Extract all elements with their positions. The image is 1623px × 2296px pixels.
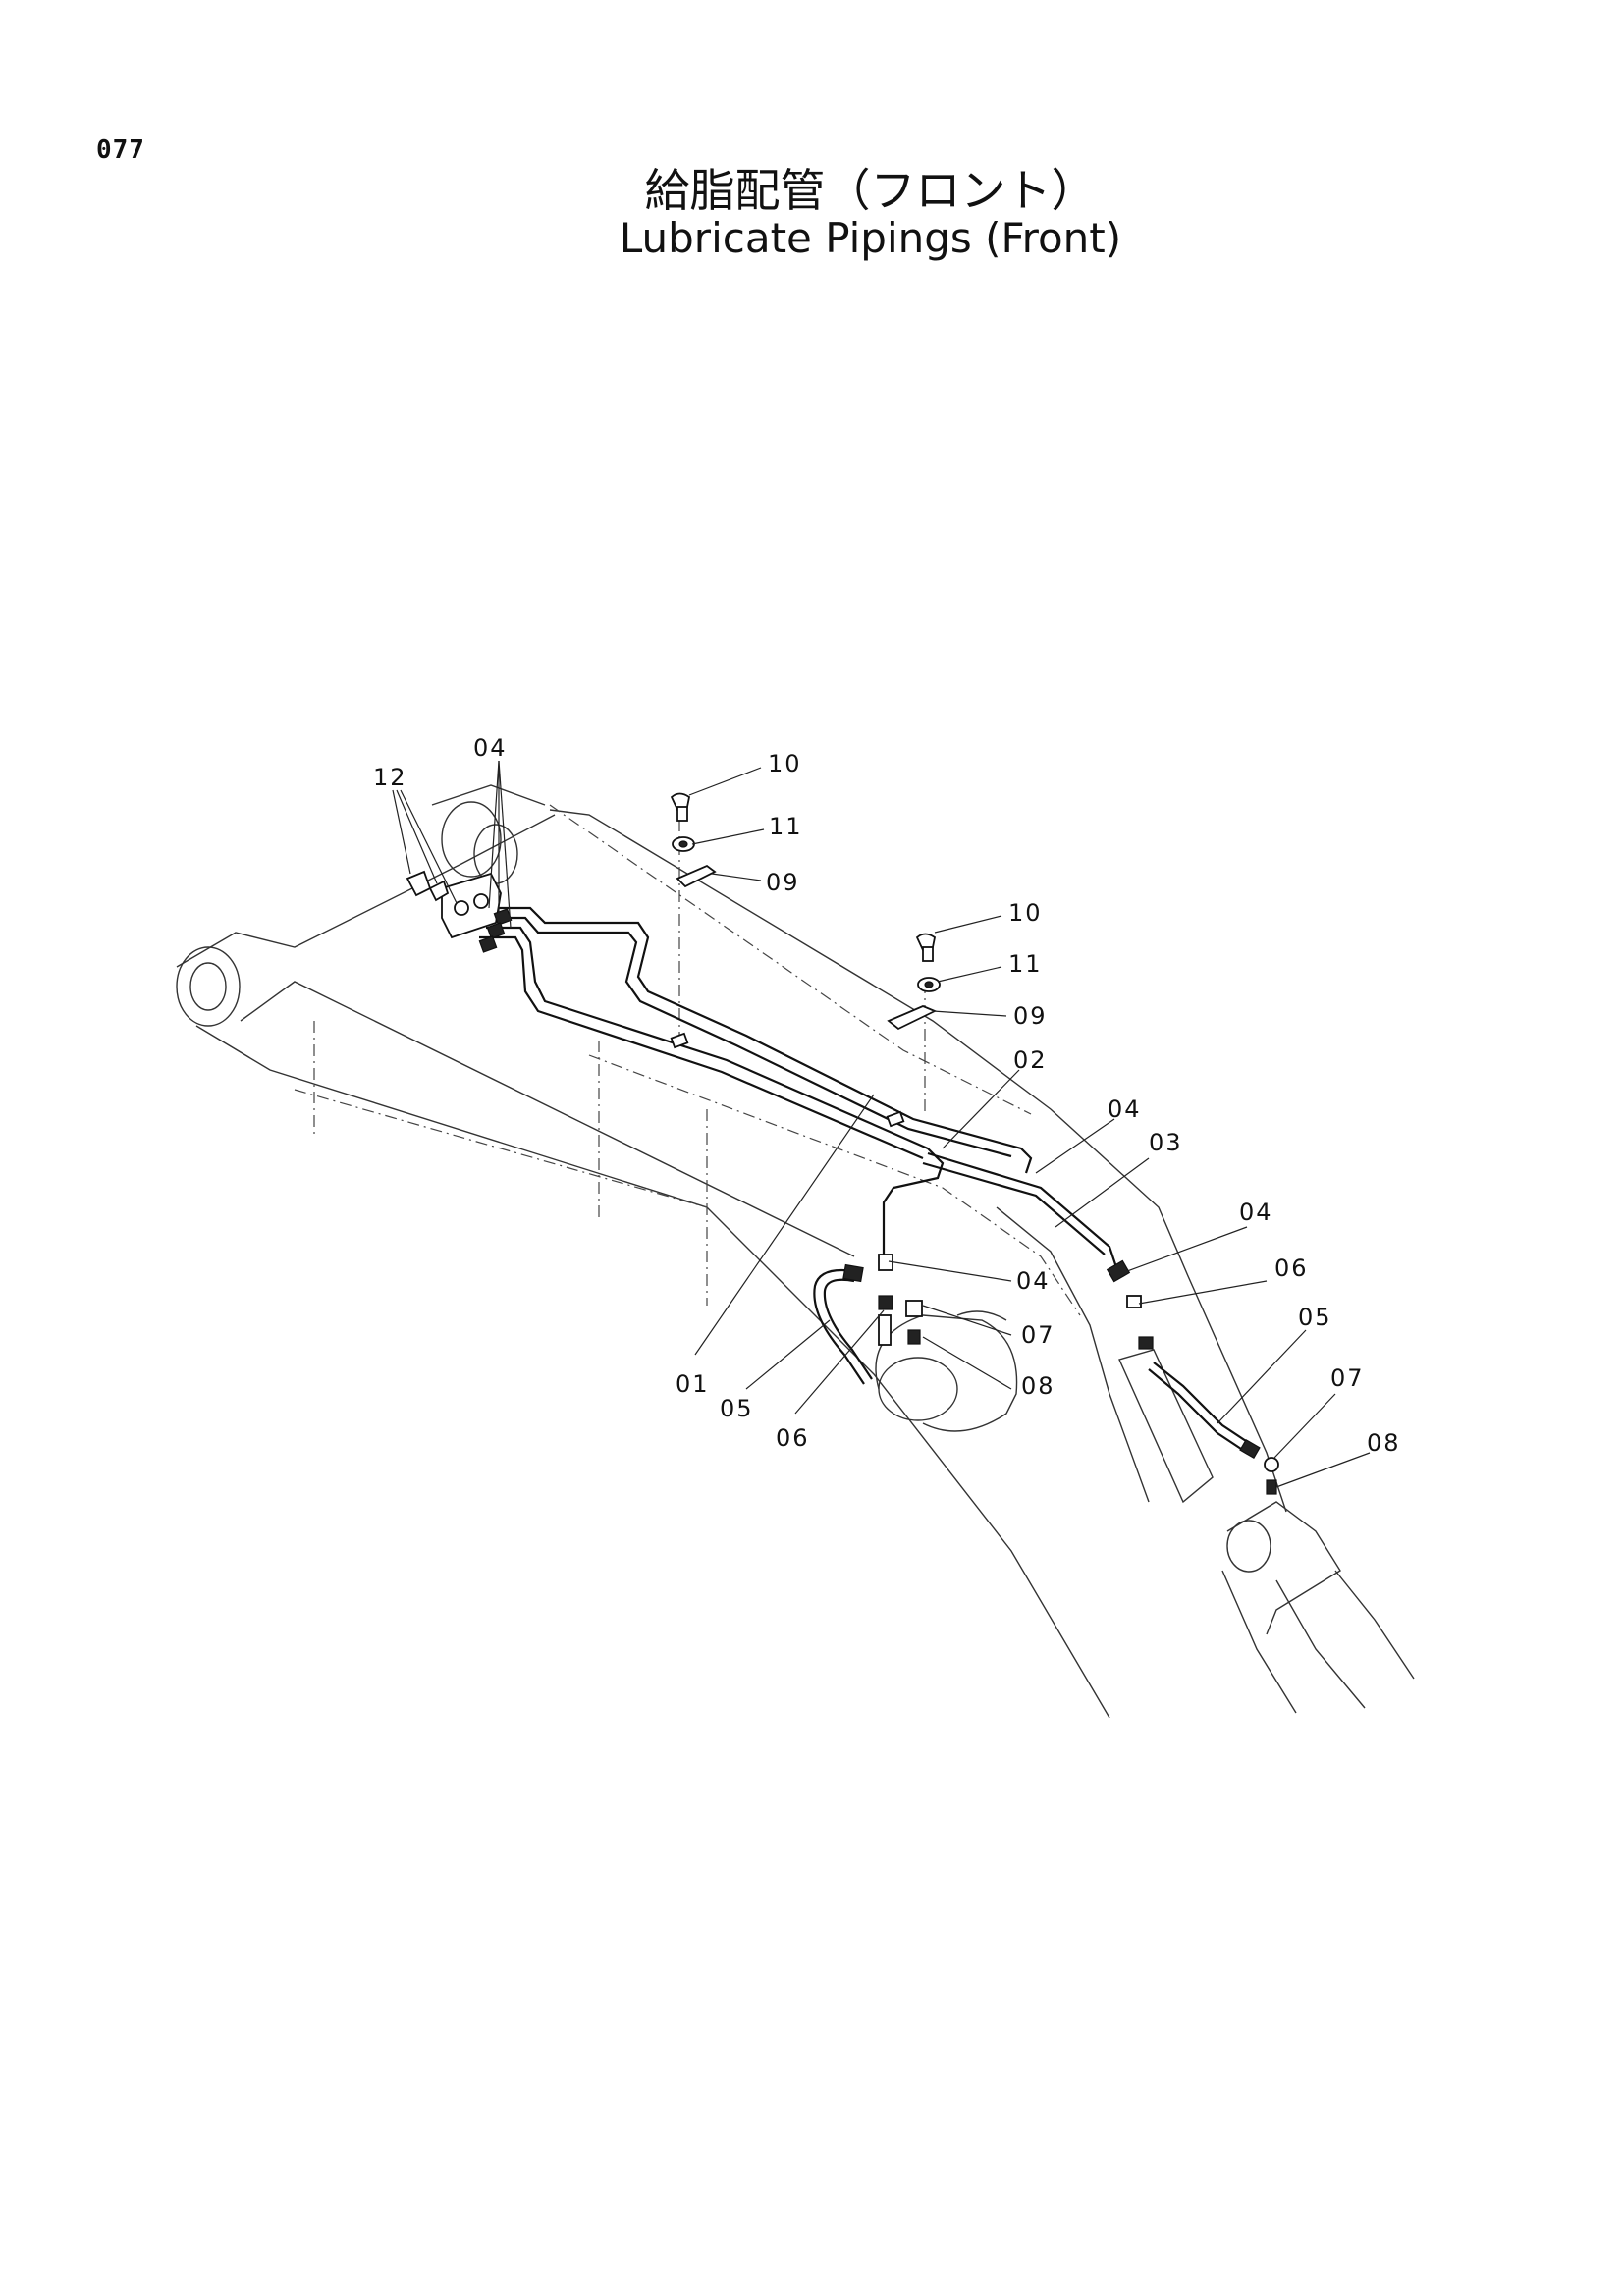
callouts: 12 04 10 11 09 10 11 09 02 04 03 04 06 0… xyxy=(373,734,1401,1457)
page-title-english: Lubricate Pipings (Front) xyxy=(619,214,1122,262)
clamp-set-b xyxy=(886,933,941,1128)
callout-11-b: 11 xyxy=(1008,950,1043,978)
callout-11-a: 11 xyxy=(769,813,803,840)
callout-03: 03 xyxy=(1149,1129,1183,1156)
callout-08-right: 08 xyxy=(1367,1429,1401,1457)
callout-02: 02 xyxy=(1013,1046,1048,1074)
boom-structure xyxy=(176,784,1415,1719)
callout-05-right: 05 xyxy=(1298,1304,1332,1331)
callout-10-b: 10 xyxy=(1008,899,1043,927)
centre-hose-assembly xyxy=(813,1254,923,1385)
callout-04-top: 04 xyxy=(473,734,508,762)
callout-06-right: 06 xyxy=(1274,1255,1309,1282)
callout-10-a: 10 xyxy=(768,750,802,777)
callout-04-right: 04 xyxy=(1239,1199,1273,1226)
callout-06-center: 06 xyxy=(776,1424,810,1452)
clamp-set-a xyxy=(670,792,717,1049)
callout-07-right: 07 xyxy=(1330,1364,1365,1392)
swivel-block xyxy=(406,870,513,953)
right-hose-assembly xyxy=(1106,1259,1279,1495)
callout-04-center: 04 xyxy=(1016,1267,1051,1295)
page-title-japanese: 給脂配管（フロント） xyxy=(644,164,1097,217)
centre-lines xyxy=(294,804,1081,1316)
callout-05-center: 05 xyxy=(720,1395,754,1422)
callout-07-center: 07 xyxy=(1021,1321,1055,1349)
lubrication-pipes xyxy=(479,906,1121,1277)
callout-01: 01 xyxy=(676,1370,710,1398)
callout-04-mid: 04 xyxy=(1108,1095,1142,1123)
page-number: 077 xyxy=(96,135,145,165)
leader-lines xyxy=(392,760,1371,1488)
callout-09-b: 09 xyxy=(1013,1002,1048,1030)
callout-08-center: 08 xyxy=(1021,1372,1055,1400)
callout-09-a: 09 xyxy=(766,869,800,896)
callout-12: 12 xyxy=(373,764,407,791)
